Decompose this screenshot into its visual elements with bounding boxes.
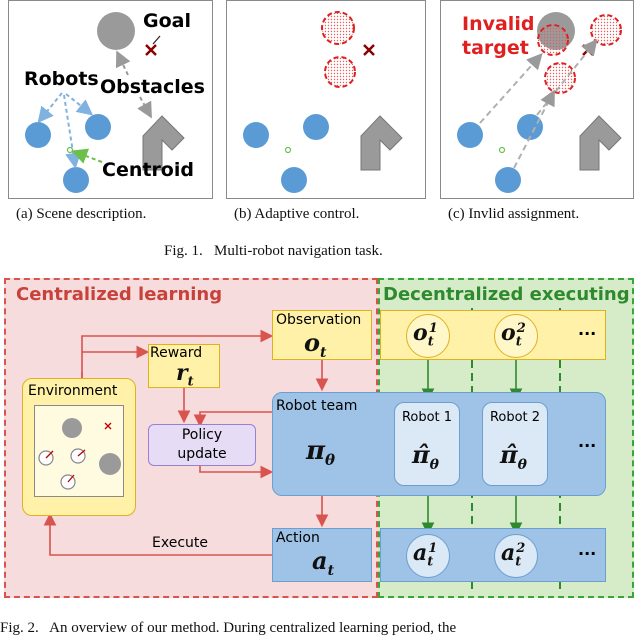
robots-label: Robots xyxy=(24,68,99,90)
observation-label: Observation xyxy=(276,312,362,328)
obstacle-l-shape xyxy=(142,115,185,171)
reward-symbol-sub: t xyxy=(187,374,194,390)
observation-box xyxy=(272,310,372,360)
reward-label: Reward xyxy=(150,345,203,361)
a1-sup: 1 xyxy=(428,540,438,556)
team-ellipsis: ··· xyxy=(578,436,597,455)
obstacle-l-shape xyxy=(360,115,403,171)
a1-symbol: at1 xyxy=(413,540,437,569)
a2-sup: 2 xyxy=(516,540,526,556)
fig2-caption-partial: Fig. 2. An overview of our method. Durin… xyxy=(0,620,457,636)
observation-symbol: ot xyxy=(304,328,326,361)
reward-symbol: rt xyxy=(176,360,194,389)
robot2-policy-sub: θ xyxy=(517,456,527,473)
observation-symbol-base: o xyxy=(304,328,321,357)
observation-ellipsis: ··· xyxy=(578,324,597,343)
robot1-policy-sub: θ xyxy=(429,456,439,473)
a2-circle xyxy=(494,534,538,578)
robot xyxy=(457,122,483,148)
caption-panel-a: (a) Scene description. xyxy=(16,206,147,222)
environment-map xyxy=(34,405,124,497)
robot xyxy=(25,122,51,148)
a1-base: a xyxy=(413,540,428,566)
o1-sup: 1 xyxy=(428,320,438,336)
robot xyxy=(495,167,521,193)
team-policy-symbol: πθ xyxy=(306,436,335,469)
centroid-marker xyxy=(284,146,292,154)
action-symbol: at xyxy=(312,546,334,579)
invalid-target-circle xyxy=(537,24,569,56)
o1-base: o xyxy=(413,320,428,346)
robot2-box xyxy=(482,402,548,486)
centroid-marker xyxy=(498,146,506,154)
reward-symbol-base: r xyxy=(176,360,188,386)
action-ellipsis: ··· xyxy=(578,544,597,563)
goal-label: Goal xyxy=(143,10,191,32)
invalid-target-line1: Invalid xyxy=(462,13,535,35)
robot2-policy-base: π̂ xyxy=(500,440,518,469)
robot xyxy=(63,167,89,193)
robot1-box xyxy=(394,402,460,486)
obstacle-circle xyxy=(97,12,135,50)
o2-symbol: ot2 xyxy=(501,320,526,349)
a1-sub: t xyxy=(427,554,434,570)
robot xyxy=(243,122,269,148)
caption-panel-b: (b) Adaptive control. xyxy=(234,206,360,222)
invalid-target-line2: target xyxy=(462,37,529,59)
invalid-target-circle xyxy=(590,14,622,46)
goal-marker xyxy=(363,44,375,56)
decentralized-executing-title: Decentralized executing xyxy=(383,284,630,305)
a2-base: a xyxy=(501,540,516,566)
robot1-label: Robot 1 xyxy=(401,410,453,425)
robot-team-label: Robot team xyxy=(276,398,358,414)
reward-box xyxy=(148,344,220,388)
o2-base: o xyxy=(501,320,516,346)
o2-sub: t xyxy=(515,334,522,350)
robot xyxy=(281,167,307,193)
robot xyxy=(517,114,543,140)
robot2-label: Robot 2 xyxy=(489,410,541,425)
action-symbol-sub: t xyxy=(327,562,335,579)
o1-sub: t xyxy=(427,334,434,350)
policy-update-box xyxy=(148,424,256,466)
action-box xyxy=(272,528,372,582)
robot xyxy=(303,114,329,140)
a2-symbol: at2 xyxy=(501,540,525,569)
robot1-policy-symbol: π̂θ xyxy=(412,440,439,473)
obstacle-l-shape xyxy=(579,115,622,171)
execute-label: Execute xyxy=(152,535,208,551)
action-symbol-base: a xyxy=(312,546,328,575)
caption-panel-c: (c) Invlid assignment. xyxy=(448,206,580,222)
a1-circle xyxy=(406,534,450,578)
invalid-target-circle xyxy=(321,11,355,45)
o1-symbol: ot1 xyxy=(413,320,438,349)
robot1-policy-base: π̂ xyxy=(412,440,430,469)
policy-update-label: Policy update xyxy=(177,427,227,462)
action-label: Action xyxy=(276,530,320,546)
obstacles-label: Obstacles xyxy=(100,76,205,98)
team-policy-sub: θ xyxy=(325,451,336,470)
centroid-label: Centroid xyxy=(102,159,194,181)
environment-label: Environment xyxy=(28,383,118,399)
robot2-policy-symbol: π̂θ xyxy=(500,440,527,473)
o1-circle xyxy=(406,314,450,358)
observation-symbol-sub: t xyxy=(320,344,327,361)
invalid-target-circle xyxy=(324,56,356,88)
centralized-learning-title: Centralized learning xyxy=(16,284,223,305)
invalid-target-circle xyxy=(544,62,576,94)
goal-marker xyxy=(145,44,157,56)
a2-sub: t xyxy=(515,554,522,570)
fig1-caption: Fig. 1. Multi-robot navigation task. xyxy=(164,243,383,259)
invalid-target-label: Invalid target xyxy=(462,12,534,60)
o2-sup: 2 xyxy=(516,320,526,336)
o2-circle xyxy=(494,314,538,358)
robot xyxy=(85,114,111,140)
team-policy-base: π xyxy=(306,436,326,466)
